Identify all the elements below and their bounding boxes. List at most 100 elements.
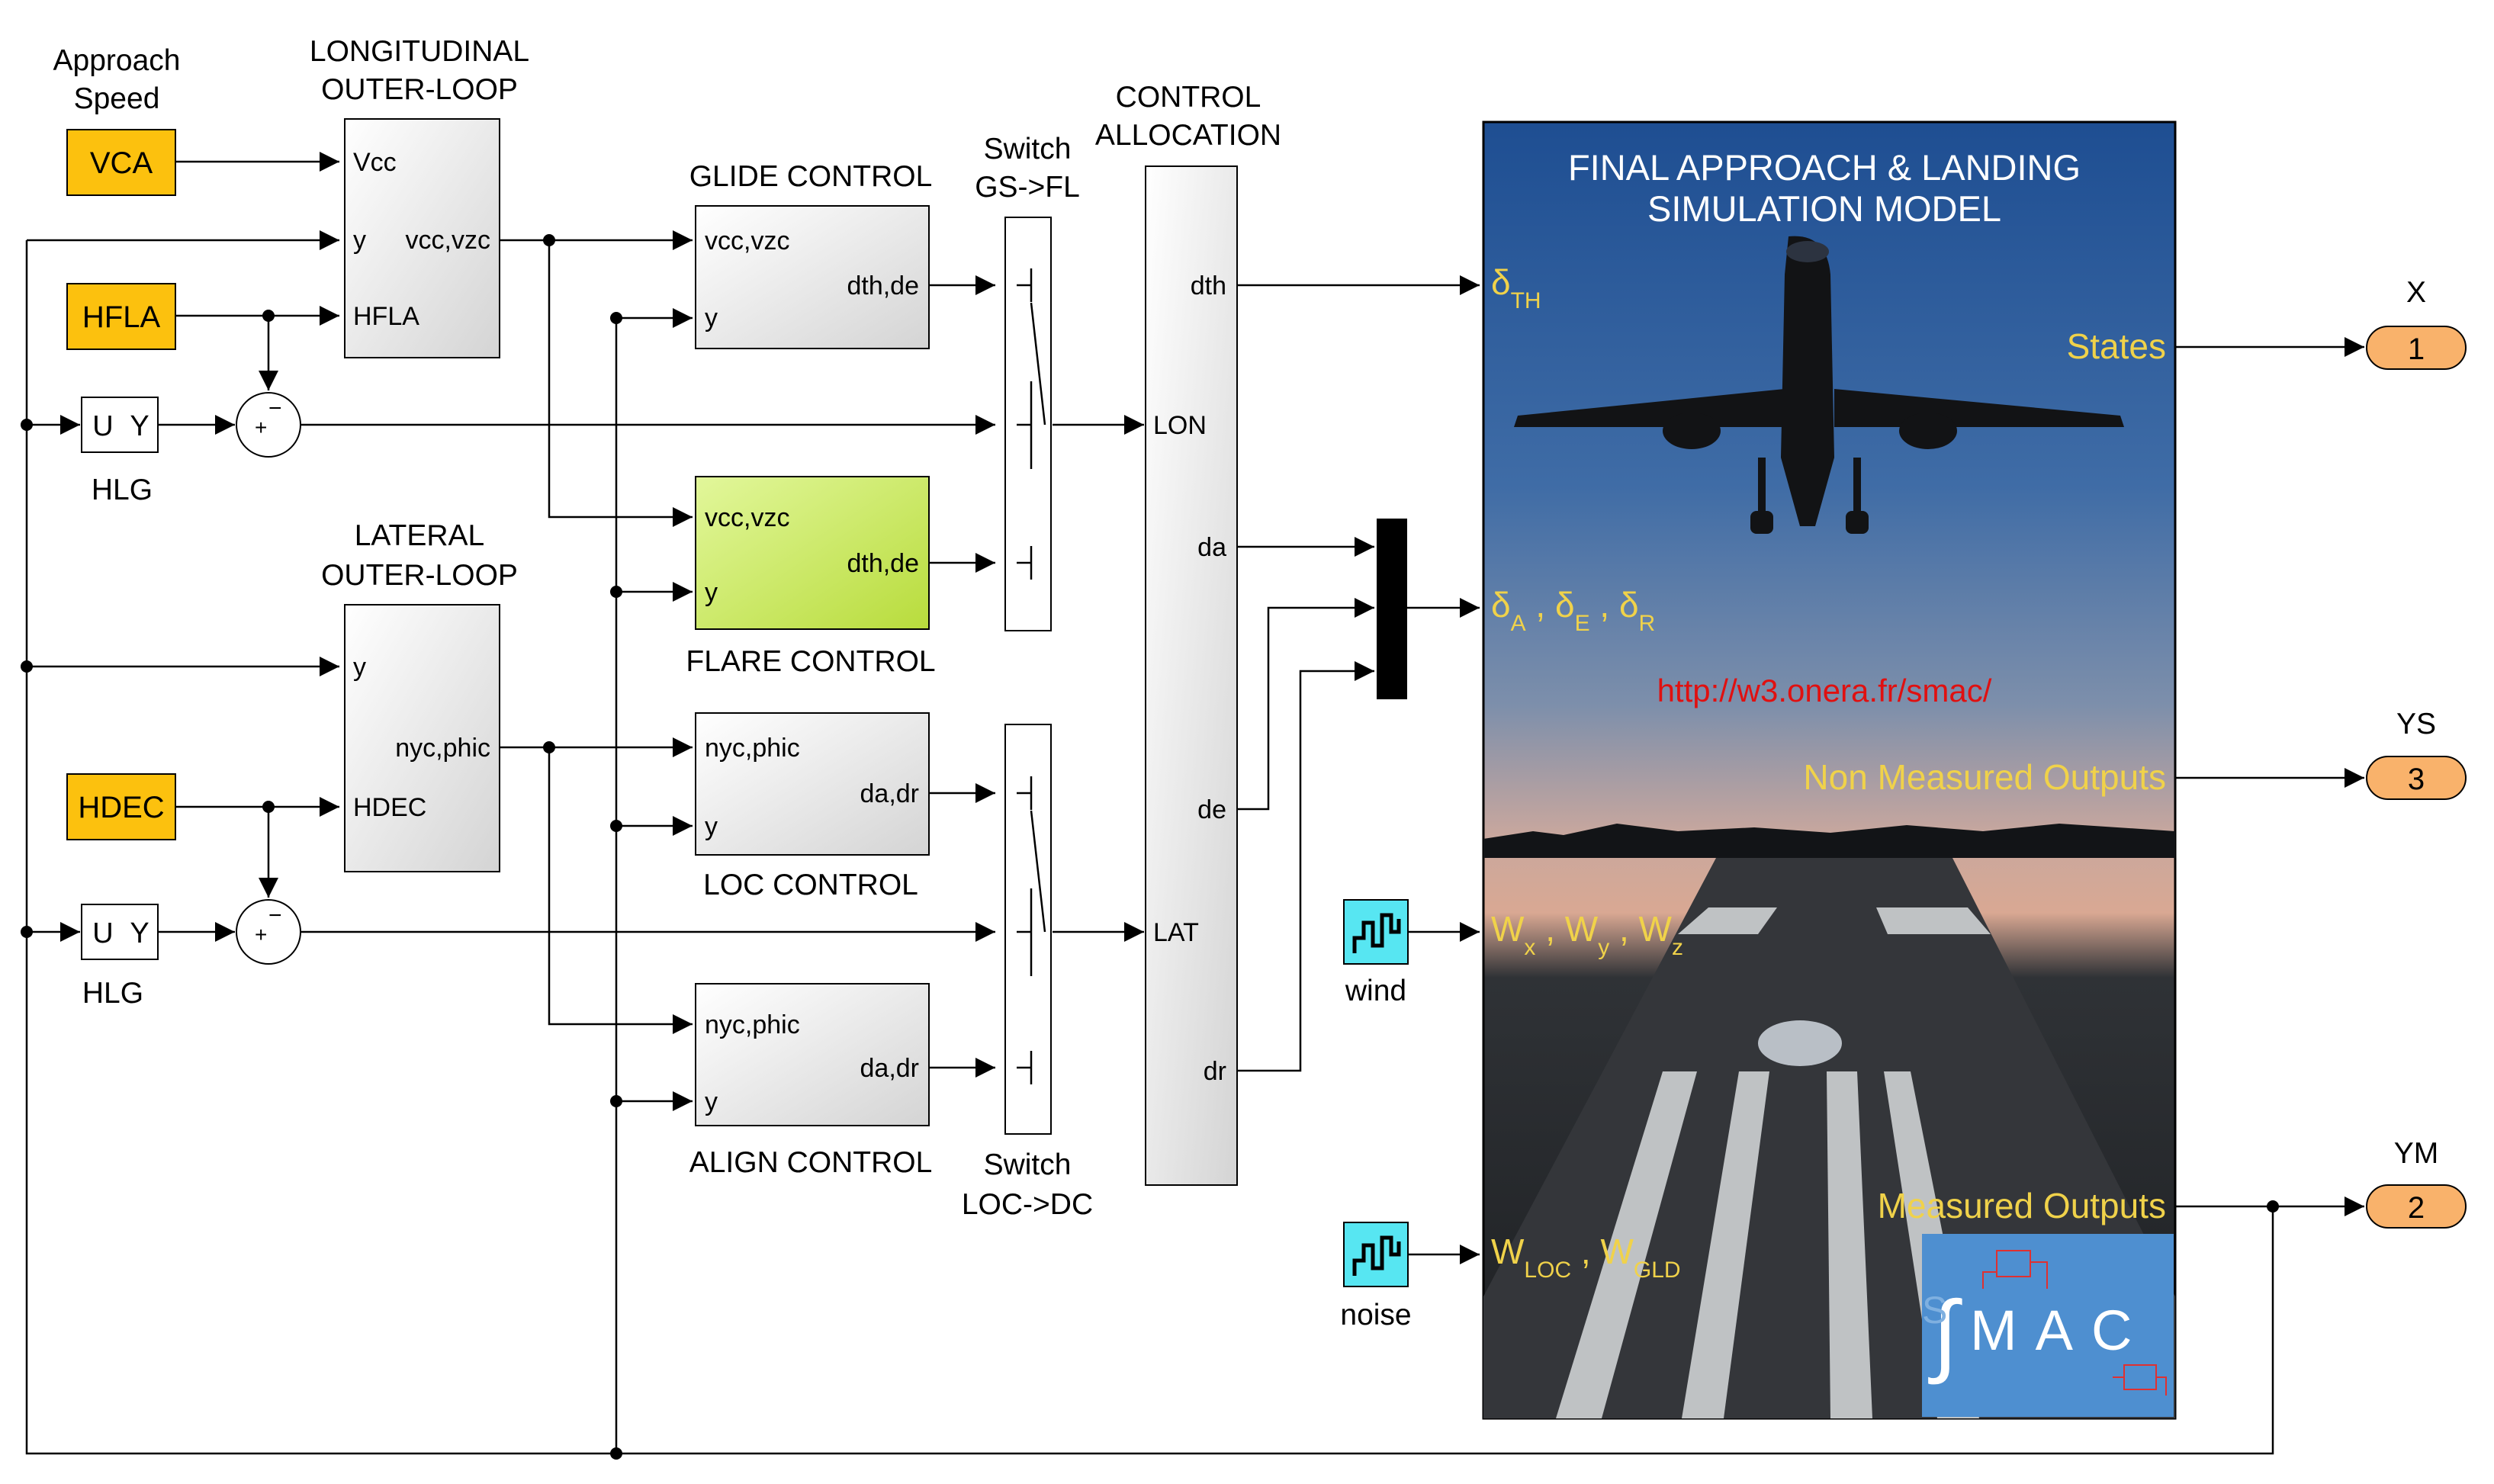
- svg-text:nyc,phic: nyc,phic: [705, 1010, 800, 1039]
- glide-control-block[interactable]: vcc,vzc y dth,de: [695, 205, 930, 349]
- svg-text:OUTER-LOOP: OUTER-LOOP: [321, 73, 518, 106]
- smac-logo: ∫ S MAC: [1922, 1234, 2174, 1417]
- svg-text:da,dr: da,dr: [860, 1054, 920, 1083]
- svg-text:da,dr: da,dr: [860, 779, 920, 808]
- simulation-model-block[interactable]: FINAL APPROACH & LANDING SIMULATION MODE…: [1482, 120, 2177, 1420]
- svg-text:dr: dr: [1204, 1057, 1226, 1086]
- switch-gs-fl-block[interactable]: [1004, 217, 1052, 631]
- svg-text:X: X: [2406, 276, 2426, 309]
- sum-block-top[interactable]: + −: [236, 392, 301, 458]
- switch-loc-dc-block[interactable]: [1004, 724, 1052, 1135]
- wind-source-block[interactable]: [1343, 899, 1409, 965]
- align-control-block[interactable]: nyc,phic y da,dr: [695, 983, 930, 1126]
- svg-text:∫: ∫: [1928, 1283, 1962, 1385]
- control-allocation-label: CONTROL ALLOCATION: [1095, 81, 1281, 152]
- svg-text:y: y: [705, 578, 718, 607]
- loc-control-label: LOC CONTROL: [703, 869, 918, 901]
- svg-text:+: +: [255, 416, 267, 439]
- svg-text:GS->FL: GS->FL: [975, 171, 1080, 204]
- output-port-ym[interactable]: YM 2: [2366, 1137, 2467, 1229]
- output-states-label: States: [2067, 326, 2166, 366]
- svg-text:YS: YS: [2396, 708, 2436, 740]
- svg-text:vcc,vzc: vcc,vzc: [705, 226, 789, 255]
- longitudinal-outer-loop-block[interactable]: Vcc y HFLA vcc,vzc: [344, 118, 500, 358]
- random-signal-icon: [1352, 1235, 1401, 1276]
- lateral-outer-loop-block[interactable]: y HDEC nyc,phic: [344, 604, 500, 872]
- svg-text:nyc,phic: nyc,phic: [395, 734, 490, 763]
- svg-text:Vcc: Vcc: [353, 148, 397, 177]
- svg-text:−: −: [268, 396, 282, 421]
- wind-label: wind: [1345, 975, 1406, 1007]
- output-non-measured-label: Non Measured Outputs: [1803, 757, 2166, 797]
- airplane-icon: [1514, 236, 2124, 534]
- svg-text:y: y: [705, 812, 718, 841]
- hlg-block-bottom[interactable]: U Y: [81, 904, 159, 960]
- hlg-block-top[interactable]: U Y: [81, 397, 159, 453]
- switch-gs-fl-label: Switch GS->FL: [975, 133, 1080, 204]
- svg-text:HFLA: HFLA: [353, 302, 419, 331]
- output-port-ys[interactable]: YS 3: [2366, 708, 2467, 800]
- hlg-bottom-label: HLG: [82, 977, 143, 1010]
- branch-points: [21, 234, 2279, 1460]
- svg-text:LONGITUDINAL: LONGITUDINAL: [310, 35, 529, 68]
- svg-text:Switch: Switch: [984, 133, 1072, 165]
- svg-text:LAT: LAT: [1153, 918, 1199, 947]
- align-control-label: ALIGN CONTROL: [689, 1146, 933, 1179]
- svg-text:y: y: [705, 1087, 718, 1116]
- flare-control-block[interactable]: vcc,vzc y dth,de: [695, 476, 930, 630]
- approach-speed-label: Approach Speed: [53, 44, 181, 115]
- svg-text:Y: Y: [130, 917, 149, 949]
- svg-text:dth,de: dth,de: [847, 271, 919, 300]
- svg-text:MAC: MAC: [1970, 1299, 2150, 1362]
- svg-text:U: U: [92, 410, 113, 442]
- glide-control-label: GLIDE CONTROL: [689, 160, 933, 193]
- mux-block[interactable]: [1377, 519, 1407, 699]
- svg-text:HDEC: HDEC: [353, 793, 426, 822]
- signal-wires: [25, 152, 2364, 1455]
- svg-text:de: de: [1197, 795, 1226, 824]
- longitudinal-outer-loop-label: LONGITUDINAL OUTER-LOOP: [310, 35, 529, 106]
- hlg-top-label: HLG: [92, 474, 153, 506]
- svg-text:y: y: [705, 304, 718, 332]
- input-delta-aer: δA , δE , δR: [1491, 585, 1655, 636]
- svg-text:LOC->DC: LOC->DC: [962, 1188, 1093, 1221]
- input-wind-xyz: Wx , Wy , Wz: [1491, 909, 1683, 960]
- noise-label: noise: [1340, 1299, 1411, 1331]
- svg-text:Switch: Switch: [984, 1148, 1072, 1181]
- vca-constant-block[interactable]: VCA: [66, 129, 176, 196]
- lateral-outer-loop-label: LATERAL OUTER-LOOP: [321, 519, 518, 592]
- noise-source-block[interactable]: [1343, 1222, 1409, 1287]
- svg-text:YM: YM: [2394, 1137, 2439, 1170]
- svg-text:Speed: Speed: [74, 82, 160, 115]
- svg-text:nyc,phic: nyc,phic: [705, 734, 800, 763]
- random-signal-icon: [1352, 913, 1401, 953]
- svg-text:Y: Y: [130, 410, 149, 442]
- control-allocation-block[interactable]: LON LAT dth da de dr: [1145, 165, 1238, 1186]
- output-port-x[interactable]: X 1: [2366, 276, 2467, 370]
- svg-text:CONTROL: CONTROL: [1116, 81, 1261, 114]
- tree-line: [1483, 824, 2175, 858]
- svg-text:HFLA: HFLA: [82, 300, 161, 334]
- sim-title-line1: FINAL APPROACH & LANDING: [1568, 147, 2081, 188]
- svg-text:y: y: [353, 653, 366, 682]
- input-noise-loc-gld: WLOC , WGLD: [1491, 1232, 1681, 1283]
- svg-text:dth: dth: [1191, 271, 1226, 300]
- switch-loc-dc-label: Switch LOC->DC: [962, 1148, 1093, 1221]
- loc-control-block[interactable]: nyc,phic y da,dr: [695, 712, 930, 856]
- svg-text:vcc,vzc: vcc,vzc: [705, 503, 789, 532]
- sim-url-link[interactable]: http://w3.onera.fr/smac/: [1657, 673, 1992, 708]
- svg-text:3: 3: [2408, 763, 2425, 796]
- svg-text:Approach: Approach: [53, 44, 181, 77]
- svg-text:VCA: VCA: [90, 146, 153, 180]
- output-measured-label: Measured Outputs: [1878, 1186, 2166, 1225]
- input-delta-th: δTH: [1491, 262, 1541, 313]
- runway-light: [1758, 1020, 1842, 1066]
- svg-text:2: 2: [2408, 1191, 2425, 1225]
- svg-text:1: 1: [2408, 332, 2425, 366]
- hfla-constant-block[interactable]: HFLA: [66, 283, 176, 350]
- sum-block-bottom[interactable]: + −: [236, 899, 301, 965]
- svg-text:dth,de: dth,de: [847, 549, 919, 578]
- svg-text:U: U: [92, 917, 113, 949]
- hdec-constant-block[interactable]: HDEC: [66, 773, 176, 840]
